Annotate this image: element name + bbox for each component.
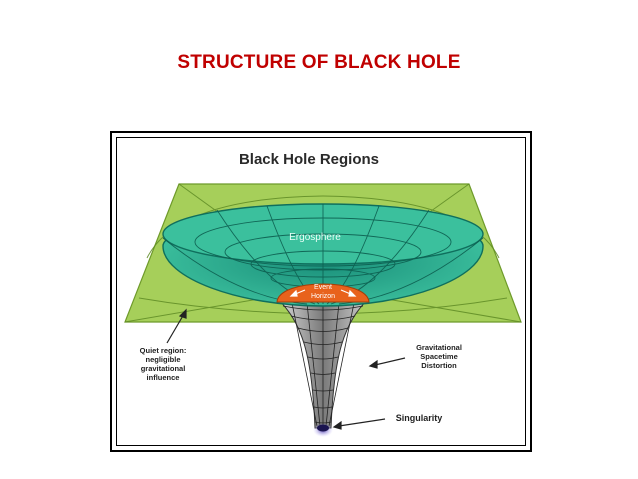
singularity-arrow-icon [332,418,386,430]
quiet-region-line1: Quiet region: [140,346,187,355]
distortion-line2: Spacetime [420,352,458,361]
slide-title: STRUCTURE OF BLACK HOLE [177,52,461,73]
quiet-region-line3: gravitational [141,364,186,373]
ergosphere-label: Ergosphere [289,232,341,243]
quiet-region-line2: negligible [145,355,180,364]
singularity-label: Singularity [396,413,443,423]
quiet-region-label: Quiet region: negligible gravitational i… [140,346,187,382]
black-hole-diagram: Black Hole Regions [124,151,522,437]
diagram-frame: Black Hole Regions [110,131,532,452]
distortion-line1: Gravitational [416,343,462,352]
quiet-region-line4: influence [147,373,180,382]
distortion-label: Gravitational Spacetime Distortion [416,343,462,370]
event-horizon-arrows-icon [289,289,357,297]
quiet-region-arrow-icon [166,308,187,344]
distortion-line3: Distortion [421,361,457,370]
singularity-point [317,424,329,432]
event-horizon-label-line1: Event [314,284,332,291]
event-horizon [276,283,370,303]
diagram-canvas: Black Hole Regions [116,137,526,446]
event-horizon-label-line2: Horizon [311,293,335,300]
diagram-title: Black Hole Regions [239,151,379,168]
funnel-grid [282,302,364,427]
distortion-arrow-icon [368,357,406,369]
